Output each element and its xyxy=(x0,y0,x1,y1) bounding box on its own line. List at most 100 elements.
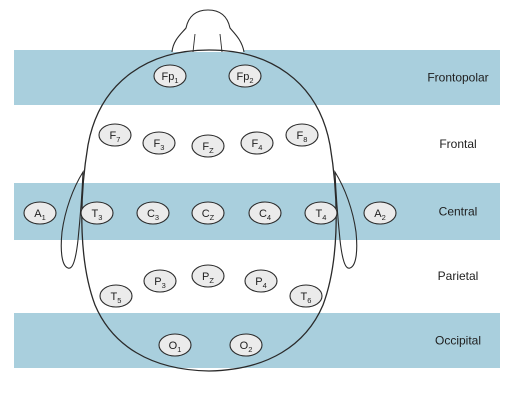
electrode-letter: C xyxy=(202,208,210,220)
electrode-marker xyxy=(143,269,177,293)
region-label-frontal: Frontal xyxy=(439,137,476,151)
electrode-marker xyxy=(191,264,225,288)
electrode-label: Fp2 xyxy=(236,71,253,85)
electrode-subscript: 2 xyxy=(249,76,253,85)
electrode-f3: F3 xyxy=(142,131,176,155)
region-label-frontopolar: Frontopolar xyxy=(427,71,488,85)
electrode-letter: T xyxy=(316,208,323,220)
electrode-t5: T5 xyxy=(99,284,133,308)
electrode-label: F7 xyxy=(110,130,121,144)
electrode-label: C4 xyxy=(259,208,271,222)
electrode-letter: F xyxy=(297,130,304,142)
electrode-subscript: 3 xyxy=(98,213,102,222)
electrode-subscript: 5 xyxy=(117,296,121,305)
electrode-letter: T xyxy=(301,291,308,303)
electrode-marker xyxy=(191,201,225,225)
electrode-f4: F4 xyxy=(240,131,274,155)
electrode-a1: A1 xyxy=(23,201,57,225)
electrode-label: P4 xyxy=(255,276,267,290)
electrode-marker xyxy=(363,201,397,225)
electrode-subscript: 4 xyxy=(267,213,271,222)
region-label-central: Central xyxy=(439,205,478,219)
electrode-label: CZ xyxy=(202,208,215,222)
electrode-o2: O2 xyxy=(229,333,263,357)
right-ear-outline xyxy=(334,169,358,269)
electrode-subscript: Z xyxy=(209,276,214,285)
electrode-label: A1 xyxy=(34,208,46,222)
electrode-marker xyxy=(304,201,338,225)
electrode-letter: A xyxy=(374,208,382,220)
electrode-a2: A2 xyxy=(363,201,397,225)
electrode-label: PZ xyxy=(202,271,214,285)
electrode-subscript: 4 xyxy=(322,213,326,222)
electrode-fz: FZ xyxy=(191,134,225,158)
electrode-subscript: 2 xyxy=(248,345,252,354)
electrode-subscript: 1 xyxy=(174,76,178,85)
region-label-occipital: Occipital xyxy=(435,334,481,348)
electrode-marker xyxy=(191,134,225,158)
electrode-subscript: 2 xyxy=(382,213,386,222)
head-outline xyxy=(81,49,337,372)
electrode-c4: C4 xyxy=(248,201,282,225)
electrode-letter: T xyxy=(111,291,118,303)
electrode-letter: Fp xyxy=(161,71,174,83)
nose-inner-line xyxy=(219,33,223,53)
electrode-marker xyxy=(229,333,263,357)
electrode-subscript: 4 xyxy=(263,281,267,290)
electrode-subscript: 3 xyxy=(162,281,166,290)
electrode-letter: Fp xyxy=(236,71,249,83)
electrode-subscript: 1 xyxy=(177,345,181,354)
electrode-label: Fp1 xyxy=(161,71,178,85)
electrode-letter: O xyxy=(169,340,178,352)
electrode-label: O2 xyxy=(240,340,253,354)
electrode-subscript: 7 xyxy=(116,135,120,144)
electrode-marker xyxy=(158,333,192,357)
electrode-marker xyxy=(153,64,187,88)
electrode-letter: O xyxy=(240,340,249,352)
electrode-subscript: Z xyxy=(210,213,215,222)
electrode-marker xyxy=(80,201,114,225)
electrode-letter: P xyxy=(154,276,161,288)
electrode-marker xyxy=(136,201,170,225)
electrode-fp2: Fp2 xyxy=(228,64,262,88)
electrode-f7: F7 xyxy=(98,123,132,147)
electrode-letter: A xyxy=(34,208,42,220)
electrode-marker xyxy=(23,201,57,225)
electrode-c3: C3 xyxy=(136,201,170,225)
electrode-pz: PZ xyxy=(191,264,225,288)
electrode-label: T6 xyxy=(301,291,312,305)
electrode-marker xyxy=(244,269,278,293)
region-labels: FrontopolarFrontalCentralParietalOccipit… xyxy=(427,71,488,348)
electrode-t4: T4 xyxy=(304,201,338,225)
electrode-p4: P4 xyxy=(244,269,278,293)
electrode-cz: CZ xyxy=(191,201,225,225)
electrode-f8: F8 xyxy=(285,123,319,147)
electrode-label: T4 xyxy=(316,208,327,222)
electrode-letter: C xyxy=(259,208,267,220)
electrode-label: A2 xyxy=(374,208,386,222)
electrode-label: T5 xyxy=(111,291,122,305)
electrode-letter: F xyxy=(110,130,117,142)
electrode-label: F8 xyxy=(297,130,308,144)
electrode-marker xyxy=(99,284,133,308)
electrode-label: P3 xyxy=(154,276,166,290)
nose-outline xyxy=(171,9,245,53)
electrode-label: O1 xyxy=(169,340,182,354)
electrode-marker xyxy=(289,284,323,308)
nose-inner-line xyxy=(192,33,196,53)
electrode-label: F3 xyxy=(154,138,165,152)
electrode-marker xyxy=(228,64,262,88)
electrode-letter: C xyxy=(147,208,155,220)
electrode-o1: O1 xyxy=(158,333,192,357)
electrode-t3: T3 xyxy=(80,201,114,225)
electrode-marker xyxy=(142,131,176,155)
electrode-label: C3 xyxy=(147,208,159,222)
electrode-subscript: 1 xyxy=(42,213,46,222)
electrode-letter: P xyxy=(202,271,209,283)
electrode-letter: P xyxy=(255,276,262,288)
electrode-marker xyxy=(98,123,132,147)
electrode-subscript: 3 xyxy=(160,143,164,152)
electrode-letter: F xyxy=(154,138,161,150)
